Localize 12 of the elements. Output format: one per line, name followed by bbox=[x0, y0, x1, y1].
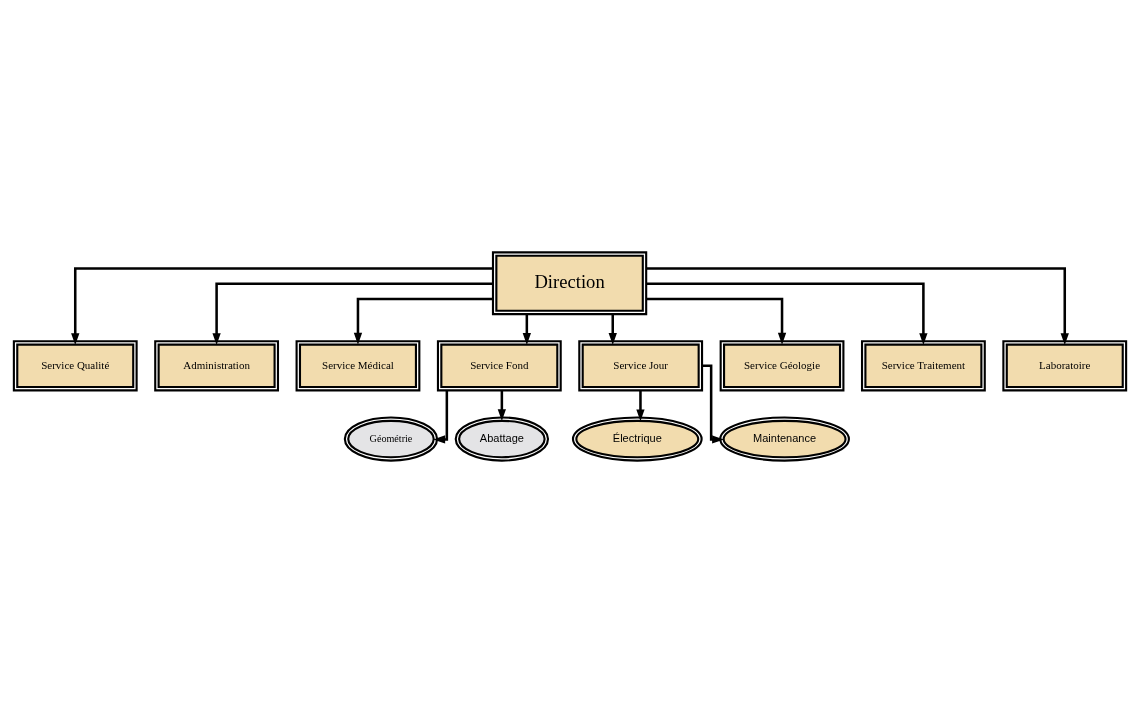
arrow bbox=[212, 282, 493, 346]
arrow bbox=[646, 282, 928, 346]
arrow bbox=[522, 314, 531, 345]
arrow bbox=[702, 364, 724, 444]
arrow bbox=[353, 297, 493, 345]
arrow bbox=[608, 314, 617, 345]
arrow bbox=[646, 267, 1069, 346]
arrow bbox=[646, 297, 787, 345]
arrow bbox=[433, 390, 449, 444]
arrow bbox=[497, 390, 507, 422]
arrow bbox=[636, 390, 645, 422]
arrow bbox=[71, 267, 493, 346]
